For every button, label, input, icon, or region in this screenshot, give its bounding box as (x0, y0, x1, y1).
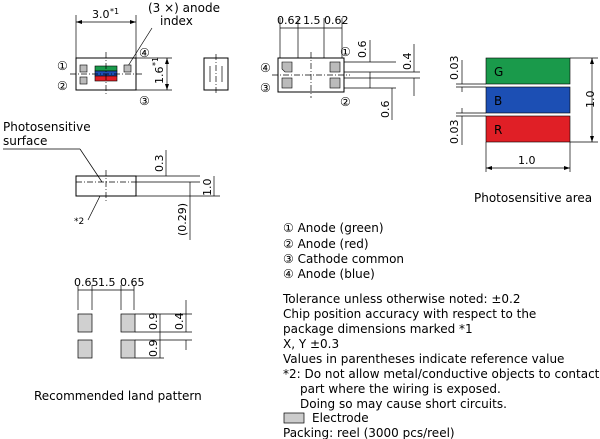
side-dim-height: 1.0 (201, 179, 214, 197)
note2-line1: *2: Do not allow metal/conductive object… (283, 367, 600, 381)
top-height-note: *1 (151, 57, 160, 66)
land-pad-2 (120, 313, 136, 333)
pin-legend: ① Anode (green) ② Anode (red) ③ Cathode … (283, 221, 404, 281)
bottom-dim-f: 0.6 (379, 101, 392, 119)
bottom-pin2: ② (340, 95, 351, 109)
note-tolerance: Tolerance unless otherwise noted: ±0.2 (282, 292, 521, 306)
note-chip-pos-1: Chip position accuracy with respect to t… (283, 307, 536, 321)
note2-line2: part where the wiring is exposed. (300, 382, 501, 396)
note-chip-pos-2: package dimensions marked *1 (283, 322, 473, 336)
land-pad-3 (77, 339, 93, 359)
land-pattern: 0.65 1.5 0.65 0.9 0.4 0.9 Recommended la… (34, 276, 202, 403)
bottom-pin1: ① (340, 45, 351, 59)
bottom-dim-b: 1.5 (303, 14, 321, 27)
photosensitive-area-diagram: G B R 0.03 0.03 1.0 1.0 Photosensitive a… (448, 56, 598, 205)
legend-item-3: ③ Cathode common (283, 252, 404, 266)
top-pin1: ① (57, 59, 68, 73)
note-electrode: Electrode (312, 411, 369, 425)
notes: Tolerance unless otherwise noted: ±0.2 C… (282, 292, 600, 439)
band-letter-g: G (494, 65, 503, 79)
top-height-label: 1.6 (153, 67, 166, 85)
top-width-label: 3.0 (92, 8, 110, 21)
bottom-pin4: ④ (260, 61, 271, 75)
note-parentheses: Values in parentheses indicate reference… (283, 352, 564, 366)
bottom-pin3: ③ (260, 81, 271, 95)
side-note-marker: *2 (74, 217, 84, 227)
anode-index-label-2: index (160, 14, 193, 28)
bottom-dim-d: 0.6 (356, 41, 369, 59)
band-red (485, 115, 571, 143)
photo-dim-bottom: 0.03 (448, 120, 461, 145)
top-view: 3.0 *1 (3 ×) anode index ① ② ③ ④ 1.6 (57, 1, 220, 108)
photo-dim-height: 1.0 (584, 91, 597, 109)
land-dim-e: 0.4 (173, 313, 186, 331)
land-dim-c: 0.65 (120, 276, 145, 289)
legend-item-4: ④ Anode (blue) (283, 267, 375, 281)
land-dim-a: 0.65 (74, 276, 99, 289)
end-view (203, 54, 229, 94)
side-view: Photosensitive surface *2 0.3 1.0 (0.29) (3, 120, 220, 240)
land-dim-f: 0.9 (147, 340, 160, 358)
photosensitive-label-1: Photosensitive (3, 120, 91, 134)
note-packing: Packing: reel (3000 pcs/reel) (283, 426, 455, 439)
side-dim-top: 0.3 (153, 155, 166, 173)
legend-item-1: ① Anode (green) (283, 221, 384, 235)
bottom-dim-a: 0.62 (277, 14, 302, 27)
photo-caption: Photosensitive area (474, 191, 592, 205)
photo-dim-width: 1.0 (518, 154, 536, 167)
band-letter-b: B (494, 94, 502, 108)
land-pad-4 (120, 339, 136, 359)
band-letter-r: R (494, 123, 502, 137)
band-blue (485, 86, 571, 114)
legend-item-2: ② Anode (red) (283, 237, 369, 251)
land-pad-1 (77, 313, 93, 333)
top-pin3: ③ (139, 94, 150, 108)
note-chip-pos-3: X, Y ±0.3 (283, 337, 339, 351)
land-dim-d: 0.9 (147, 313, 160, 331)
side-dim-ref: (0.29) (176, 203, 189, 236)
electrode-swatch (283, 412, 305, 424)
land-caption: Recommended land pattern (34, 389, 202, 403)
land-dim-b: 1.5 (98, 276, 116, 289)
top-pin2: ② (57, 79, 68, 93)
bottom-dim-e: 0.4 (401, 53, 414, 71)
band-green (485, 57, 571, 85)
photosensitive-label-2: surface (3, 134, 47, 148)
anode-index-label: (3 ×) anode (148, 1, 220, 15)
top-pin4: ④ (139, 46, 150, 60)
bottom-view: 0.62 1.5 0.62 ④ ③ ① ② 0.6 0.4 0.6 (260, 14, 420, 120)
top-width-note: *1 (110, 7, 119, 16)
note2-line3: Doing so may cause short circuits. (300, 397, 507, 411)
photo-dim-top: 0.03 (448, 56, 461, 81)
bottom-dim-c: 0.62 (324, 14, 349, 27)
